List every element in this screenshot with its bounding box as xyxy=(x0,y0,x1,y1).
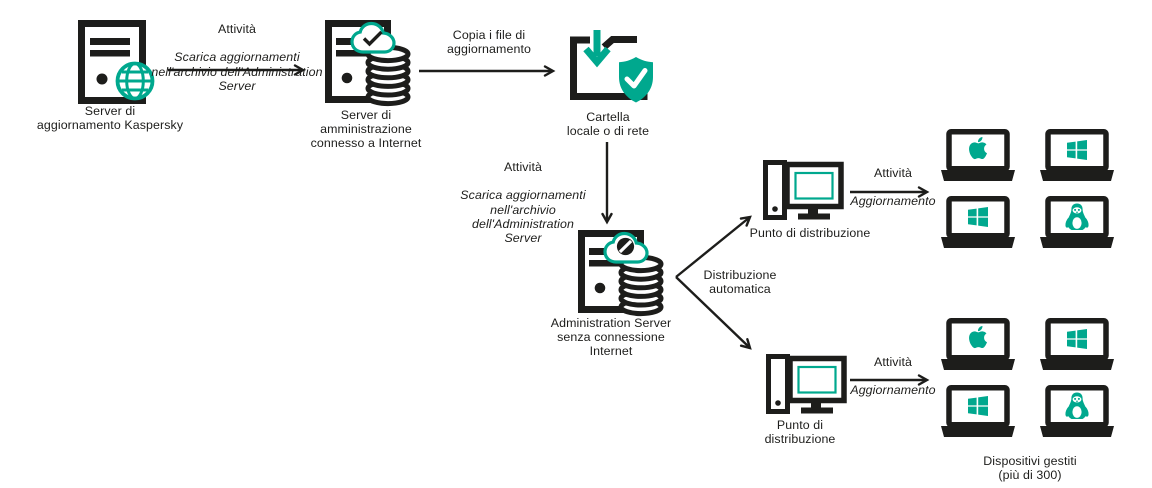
label-distribution-point-bottom: Punto di distribuzione xyxy=(764,418,836,447)
label-managed-devices: Dispositivi gestiti (più di 300) xyxy=(983,454,1077,483)
apple-logo-icon xyxy=(969,326,988,349)
task-title: Attività xyxy=(218,22,256,37)
task-name: Aggiornamento xyxy=(850,383,936,398)
cloud-offline-icon xyxy=(603,231,649,264)
windows-logo-icon xyxy=(1067,140,1087,160)
laptop-windows-icon xyxy=(1040,129,1114,181)
label-admin-server-offline: Administration Server senza connessione … xyxy=(550,316,672,359)
linux-tux-icon xyxy=(1065,392,1089,419)
shield-check-icon xyxy=(619,57,653,103)
linux-tux-icon xyxy=(1065,203,1089,230)
server-offline-icon xyxy=(578,230,664,317)
desktop-computer-icon xyxy=(763,160,844,220)
task-title: Attività xyxy=(504,160,542,175)
task-name: Scarica aggiornamenti nell'archivio dell… xyxy=(460,188,586,245)
laptop-apple-icon xyxy=(941,129,1015,181)
laptop-linux-icon xyxy=(1040,385,1114,437)
download-arrow-icon xyxy=(583,30,611,68)
edge-label-copy-files: Copia i file di aggiornamento xyxy=(447,28,531,57)
folder-icon xyxy=(570,30,653,103)
label-distribution-point-top: Punto di distribuzione xyxy=(749,226,871,240)
database-stack-icon xyxy=(365,44,411,107)
label-admin-server-online: Server di amministrazione connesso a Int… xyxy=(310,108,422,151)
edge-label-update-top: Attività Aggiornamento xyxy=(850,152,935,223)
laptop-windows-icon xyxy=(1040,318,1114,370)
edge-label-update-bottom: Attività Aggiornamento xyxy=(850,341,935,412)
apple-logo-icon xyxy=(969,137,988,160)
database-stack-icon xyxy=(618,254,664,317)
laptop-windows-icon xyxy=(941,385,1015,437)
task-title: Attività xyxy=(874,166,912,181)
laptop-linux-icon xyxy=(1040,196,1114,248)
server-online-icon xyxy=(325,20,411,107)
edge-label-download-offline: Attività Scarica aggiornamenti nell'arch… xyxy=(460,146,585,259)
task-title: Attività xyxy=(874,355,912,370)
edge-label-download-online: Attività Scarica aggiornamenti nell'arch… xyxy=(151,8,322,107)
windows-logo-icon xyxy=(1067,329,1087,349)
globe-icon xyxy=(115,61,155,101)
desktop-computer-icon xyxy=(766,354,847,414)
cloud-check-icon xyxy=(350,21,396,54)
server-tower-icon xyxy=(78,20,155,104)
task-name: Scarica aggiornamenti nell'archivio dell… xyxy=(151,50,323,93)
windows-logo-icon xyxy=(968,207,988,227)
windows-logo-icon xyxy=(968,396,988,416)
arrow-fork-to-dp-top xyxy=(675,215,752,278)
arrow-fork-to-dp-bottom xyxy=(675,276,752,350)
laptop-windows-icon xyxy=(941,196,1015,248)
label-update-server: Server di aggiornamento Kaspersky xyxy=(36,104,184,133)
edge-label-auto-distribution: Distribuzione automatica xyxy=(703,268,777,297)
laptop-apple-icon xyxy=(941,318,1015,370)
label-local-folder: Cartella locale o di rete xyxy=(566,110,650,139)
task-name: Aggiornamento xyxy=(850,194,936,209)
